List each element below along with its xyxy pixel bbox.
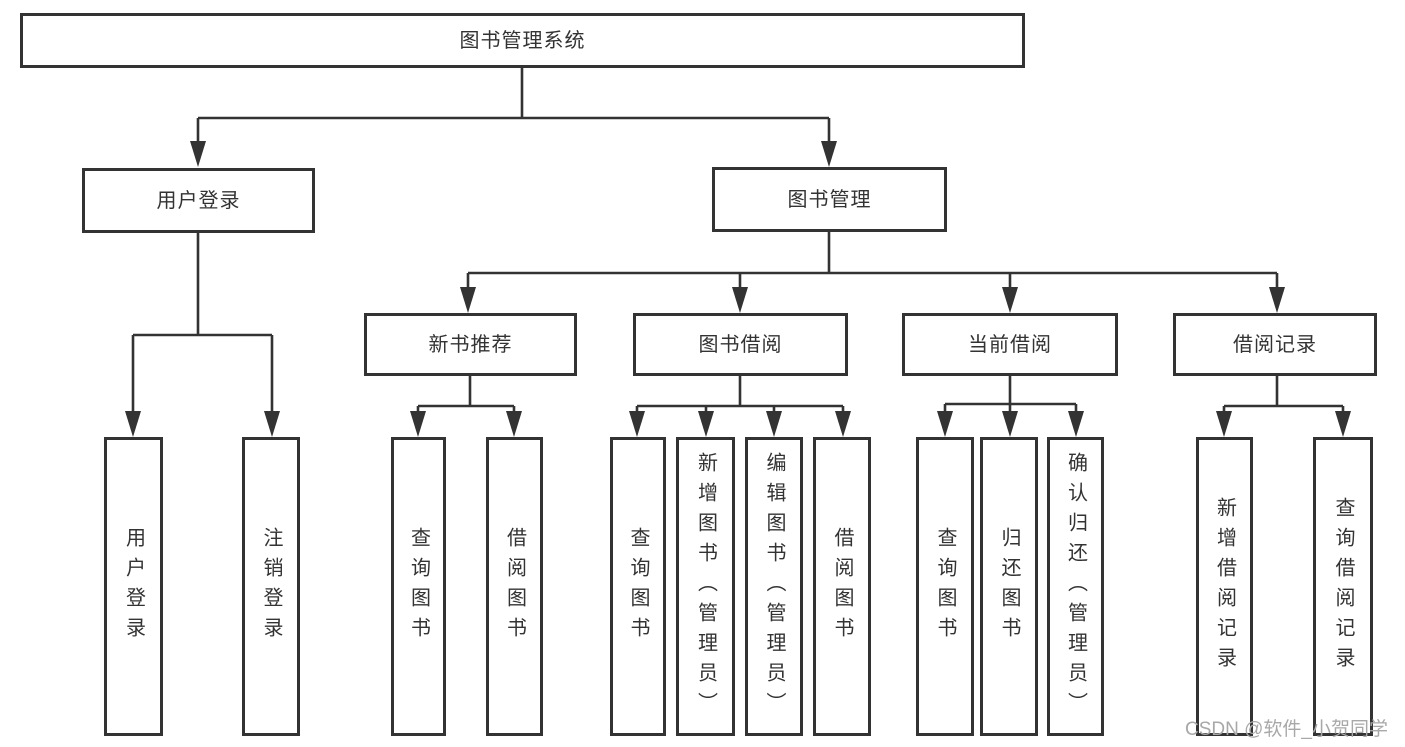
node-book-mgmt: 图书管理 xyxy=(712,167,947,232)
connector-book-mgmt-to-level3 xyxy=(460,232,1285,313)
connector-root-to-level2 xyxy=(190,68,837,167)
leaf-add-borrow-record-label: 新增借阅记录 xyxy=(1213,496,1236,677)
leaf-query-borrow-record: 查询借阅记录 xyxy=(1313,437,1373,736)
connector-current-group xyxy=(937,376,1084,437)
leaf-query-book-recommend: 查询图书 xyxy=(391,437,446,736)
connector-records-group xyxy=(1216,376,1351,437)
leaf-logout: 注销登录 xyxy=(242,437,300,736)
leaf-return-book: 归还图书 xyxy=(980,437,1038,736)
node-user-login-label: 用户登录 xyxy=(156,189,241,212)
leaf-borrow-book-label: 借阅图书 xyxy=(831,526,853,647)
leaf-add-book-admin: 新增图书（管理员） xyxy=(676,437,735,736)
node-new-book-recommend: 新书推荐 xyxy=(364,313,577,376)
leaf-confirm-return-admin-label: 确认归还（管理员） xyxy=(1064,451,1087,722)
node-borrow-records-label: 借阅记录 xyxy=(1233,333,1317,356)
leaf-edit-book-admin-label: 编辑图书（管理员） xyxy=(763,451,785,722)
node-root: 图书管理系统 xyxy=(20,13,1025,68)
node-current-borrow-label: 当前借阅 xyxy=(968,333,1052,356)
node-user-login: 用户登录 xyxy=(82,168,315,233)
leaf-user-login: 用户登录 xyxy=(104,437,163,736)
node-book-borrow-label: 图书借阅 xyxy=(698,333,783,356)
connector-recommend-group xyxy=(410,376,522,437)
leaf-logout-label: 注销登录 xyxy=(260,526,282,647)
leaf-borrow-book-recommend: 借阅图书 xyxy=(486,437,543,736)
leaf-user-login-label: 用户登录 xyxy=(122,526,145,647)
leaf-query-borrow-record-label: 查询借阅记录 xyxy=(1332,496,1354,677)
leaf-query-book-borrow-label: 查询图书 xyxy=(627,526,649,647)
leaf-add-book-admin-label: 新增图书（管理员） xyxy=(694,451,717,722)
leaf-borrow-book-recommend-label: 借阅图书 xyxy=(503,526,526,647)
leaf-query-book-borrow: 查询图书 xyxy=(610,437,666,736)
leaf-borrow-book: 借阅图书 xyxy=(813,437,871,736)
node-new-book-recommend-label: 新书推荐 xyxy=(428,333,513,356)
leaf-edit-book-admin: 编辑图书（管理员） xyxy=(745,437,803,736)
leaf-query-book-current: 查询图书 xyxy=(916,437,974,736)
connector-login-group xyxy=(125,233,280,437)
leaf-query-book-current-label: 查询图书 xyxy=(934,526,956,647)
node-book-mgmt-label: 图书管理 xyxy=(787,188,872,211)
csdn-watermark: CSDN @软件_小贺同学 xyxy=(1185,719,1388,740)
node-book-borrow: 图书借阅 xyxy=(633,313,848,376)
leaf-return-book-label: 归还图书 xyxy=(998,526,1020,647)
leaf-add-borrow-record: 新增借阅记录 xyxy=(1196,437,1253,736)
node-root-label: 图书管理系统 xyxy=(459,29,586,52)
node-borrow-records: 借阅记录 xyxy=(1173,313,1377,376)
connector-borrow-group xyxy=(629,376,851,437)
node-current-borrow: 当前借阅 xyxy=(902,313,1118,376)
leaf-query-book-recommend-label: 查询图书 xyxy=(407,526,430,647)
leaf-confirm-return-admin: 确认归还（管理员） xyxy=(1047,437,1104,736)
